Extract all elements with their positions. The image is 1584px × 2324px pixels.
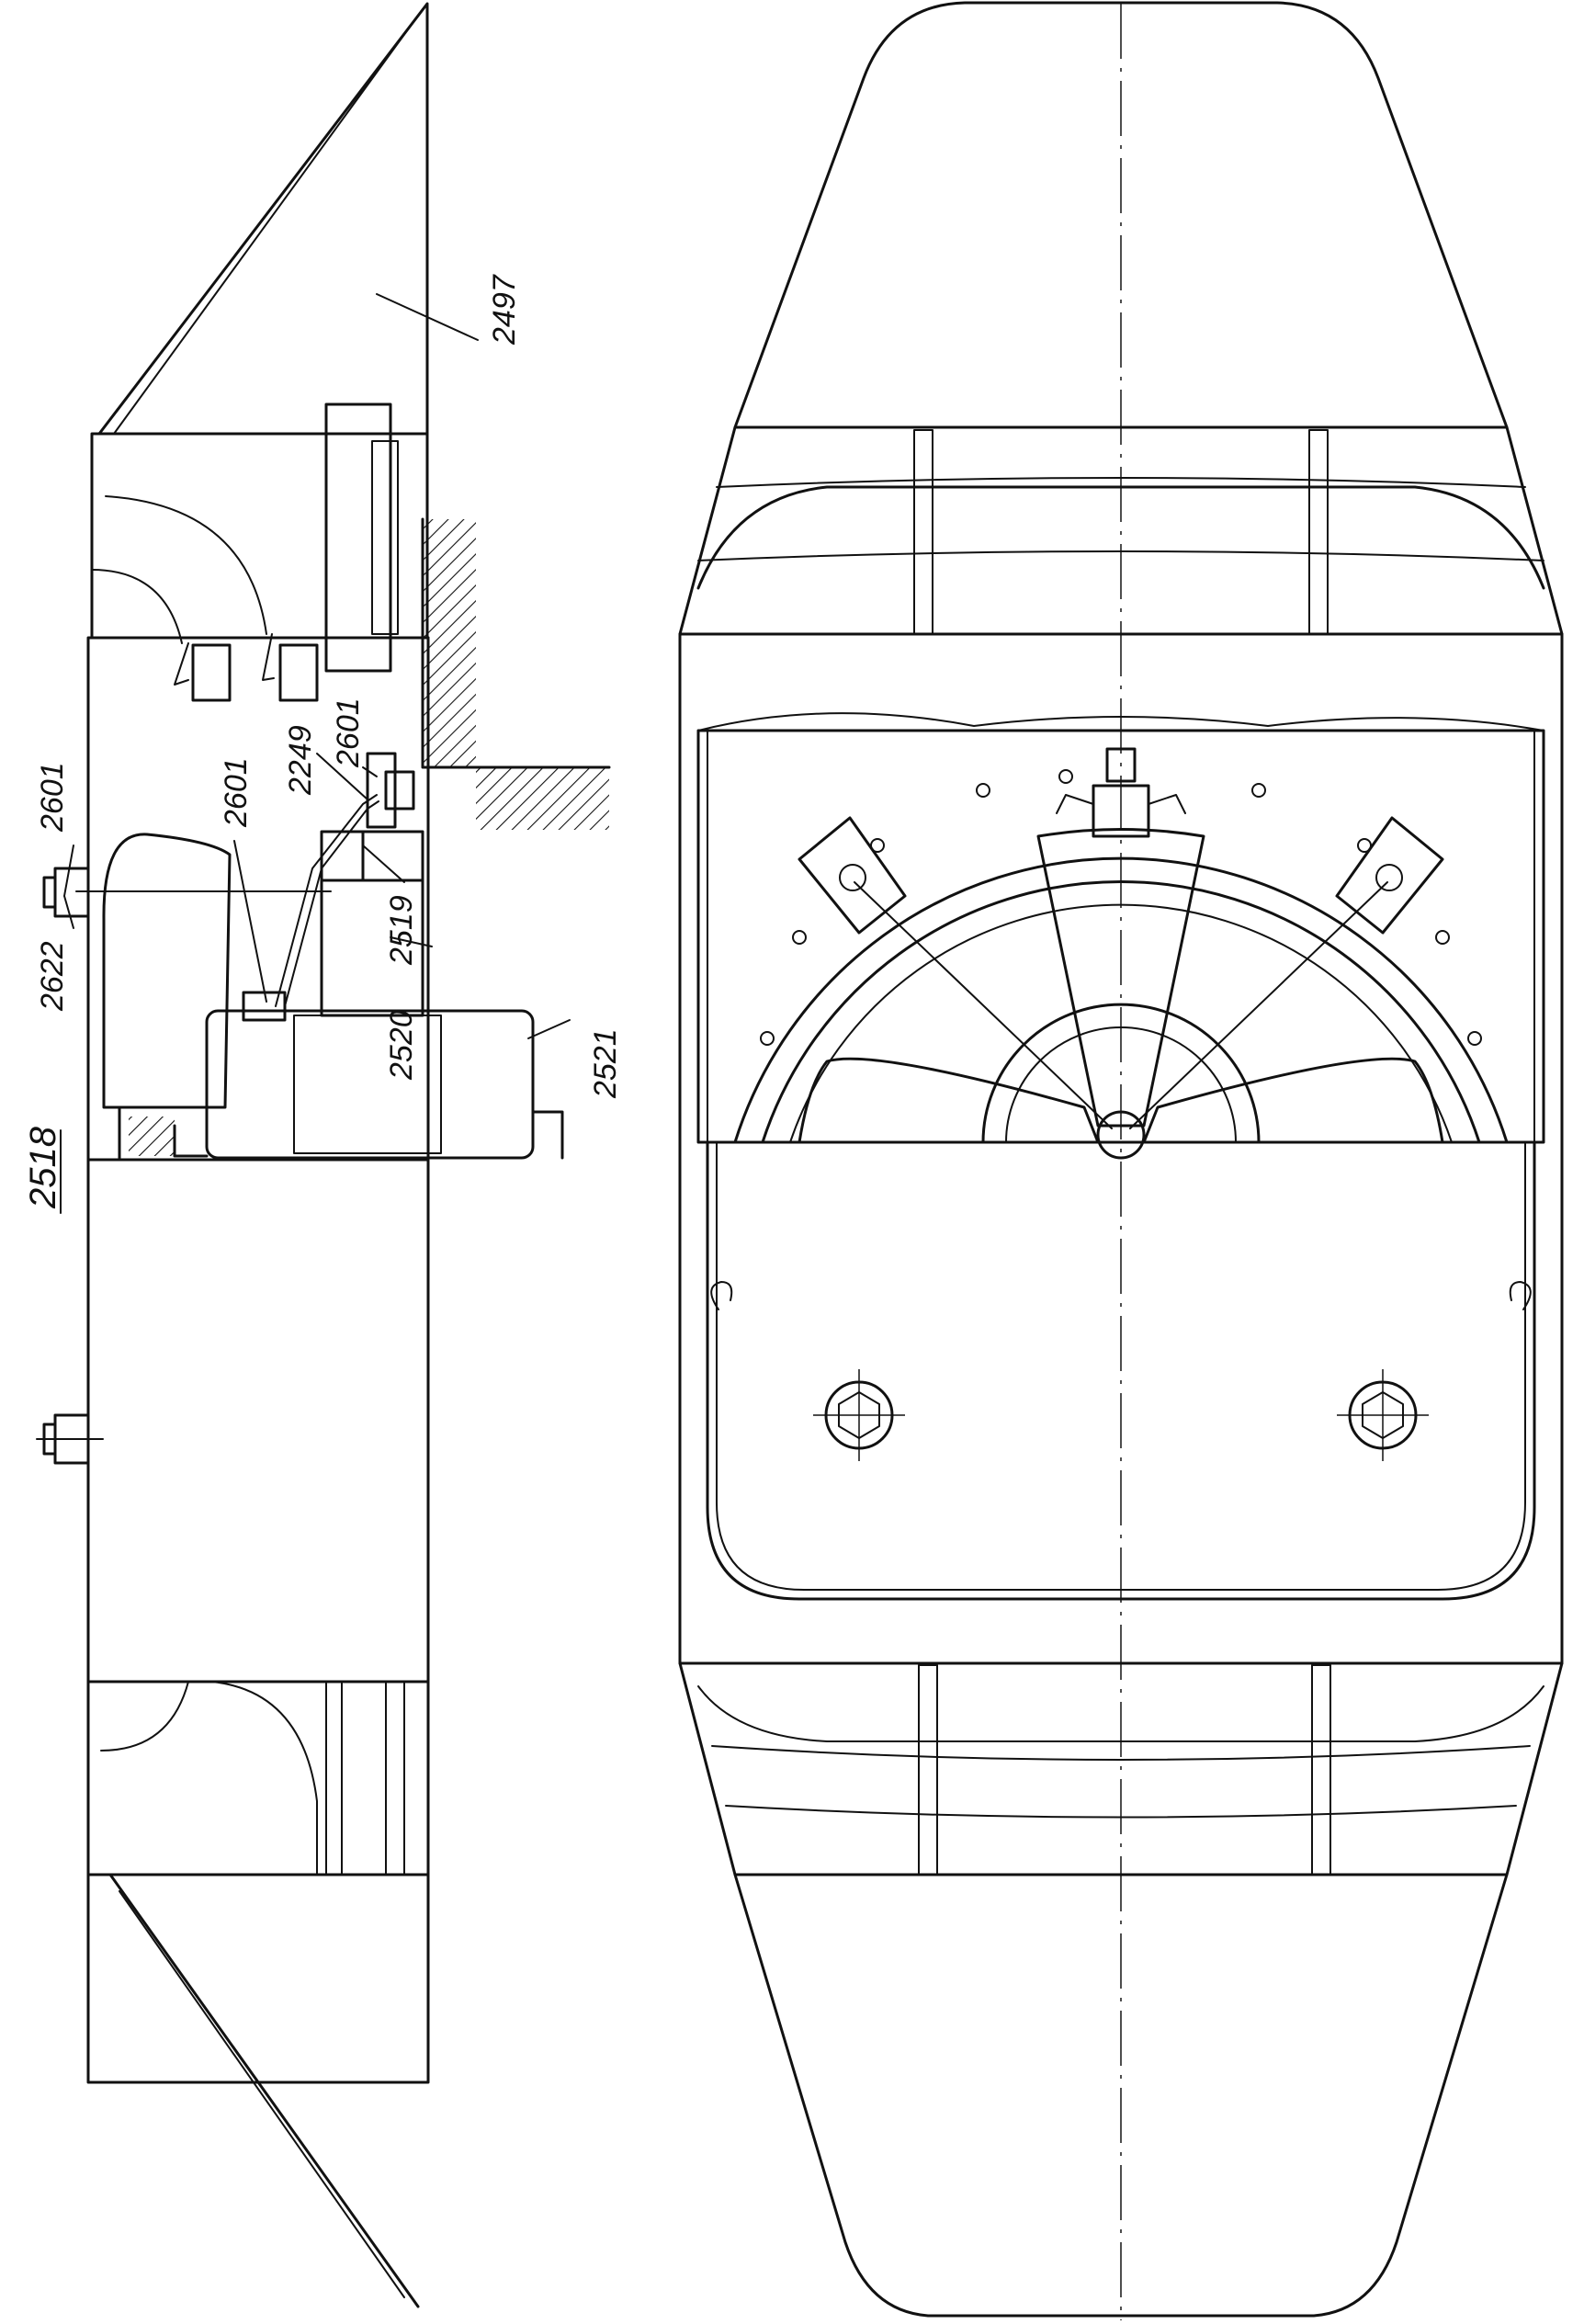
top-diffuser-inner-edge [113, 8, 424, 435]
motor-base [129, 991, 564, 1160]
callout-2520: 2520 [384, 1010, 419, 1081]
top-frame [678, 425, 1564, 636]
fan-cone-side [102, 833, 232, 1160]
hanger-rod [42, 867, 332, 918]
plan-view [678, 1, 1564, 2320]
housing-bolt [36, 1413, 104, 1465]
bottom-diffuser-inner-edge [119, 1890, 405, 2298]
callout-2601-top: 2601 [35, 762, 70, 833]
bottom-hood [733, 1873, 1509, 2318]
mounting-flange [324, 402, 399, 673]
side-section-view: 2497 2601 2249 2601 2601 2622 2519 2520 … [23, 2, 623, 2308]
leader-lines [63, 293, 571, 1039]
top-diffuser [97, 2, 429, 436]
callout-2249: 2249 [283, 725, 318, 796]
callout-2521: 2521 [588, 1028, 623, 1099]
top-collar [90, 432, 429, 686]
callout-2601-low: 2601 [219, 757, 254, 828]
fan-blades [798, 828, 1444, 1160]
callout-2601-mid: 2601 [331, 697, 366, 768]
lower-panel [706, 1140, 1536, 1601]
bottom-collar [86, 1680, 430, 1876]
wall-section [421, 517, 611, 830]
bottom-diffuser [108, 1873, 429, 2308]
callout-2497: 2497 [487, 274, 522, 346]
fan-housing-side [86, 636, 430, 2084]
svg-text:2518: 2518 [23, 1126, 63, 1209]
callout-2622: 2622 [35, 941, 70, 1012]
fan-ring [733, 769, 1509, 1144]
support-arms [798, 747, 1444, 1129]
top-hood [733, 1, 1509, 429]
bracket [191, 643, 319, 702]
callout-2519: 2519 [384, 895, 419, 966]
drawing-number: 2518 [23, 1126, 63, 1214]
